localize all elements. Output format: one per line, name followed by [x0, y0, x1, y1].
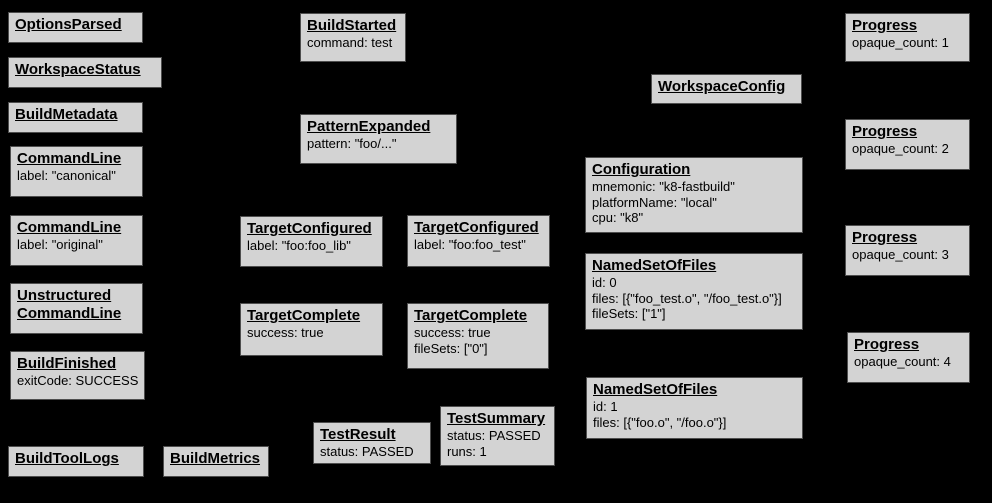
node-attribute: cpu: "k8": [592, 210, 644, 225]
node-title: CommandLine: [17, 219, 122, 236]
node-attribute: exitCode: SUCCESS: [17, 373, 139, 388]
node-title: TargetConfigured: [414, 219, 539, 236]
node-title: BuildMetrics: [170, 450, 261, 467]
node-attribute: label: "foo:foo_test": [414, 237, 526, 252]
node-title: Progress: [852, 229, 918, 246]
node-title: Progress: [852, 123, 918, 140]
node-title: Configuration: [592, 161, 691, 178]
node-attribute: mnemonic: "k8-fastbuild": [592, 179, 735, 194]
node-attribute: runs: 1: [447, 443, 487, 459]
node-title: TestSummary: [447, 410, 546, 427]
node-title: WorkspaceStatus: [15, 61, 141, 78]
node-title: NamedSetOfFiles: [592, 257, 717, 274]
node-title: CommandLine: [17, 305, 122, 322]
diagram-node-workspace-status: WorkspaceStatus: [8, 57, 162, 88]
node-title: TargetComplete: [414, 307, 528, 324]
node-title: BuildFinished: [17, 355, 117, 372]
node-attribute: pattern: "foo/...": [307, 136, 397, 151]
node-attribute: label: "foo:foo_lib": [247, 238, 351, 253]
node-attribute: id: 0: [592, 275, 617, 290]
node-attribute: command: test: [307, 35, 393, 50]
diagram-node-build-tool-logs: BuildToolLogs: [8, 446, 144, 477]
node-title: BuildMetadata: [15, 106, 118, 123]
node-title: NamedSetOfFiles: [593, 381, 718, 398]
node-attribute: fileSets: ["1"]: [592, 306, 666, 321]
node-attribute: opaque_count: 3: [852, 247, 949, 262]
diagram-node-build-metrics: BuildMetrics: [163, 446, 269, 477]
node-title: BuildToolLogs: [15, 450, 119, 467]
diagram-node-build-metadata: BuildMetadata: [8, 102, 143, 133]
diagram-node-options-parsed: OptionsParsed: [8, 12, 143, 43]
node-title: TargetConfigured: [247, 220, 372, 237]
node-title: Unstructured: [17, 287, 112, 304]
node-attribute: success: true: [247, 325, 324, 340]
node-title: PatternExpanded: [307, 118, 431, 135]
node-attribute: label: "canonical": [17, 168, 116, 183]
node-attribute: success: true: [414, 325, 491, 340]
node-title: Progress: [852, 17, 918, 34]
node-attribute: id: 1: [593, 399, 618, 414]
node-title: WorkspaceConfig: [658, 78, 786, 95]
diagram-node-workspace-config: WorkspaceConfig: [651, 74, 802, 104]
node-attribute: opaque_count: 4: [854, 354, 951, 369]
node-title: CommandLine: [17, 150, 122, 167]
node-attribute: platformName: "local": [592, 194, 717, 210]
node-attribute: files: [{"foo_test.o", "/foo_test.o"}]: [592, 290, 782, 306]
node-attribute: opaque_count: 2: [852, 141, 949, 156]
node-title: BuildStarted: [307, 17, 397, 34]
node-title: TargetComplete: [247, 307, 361, 324]
node-attribute: status: PASSED: [447, 428, 541, 443]
node-attribute: files: [{"foo.o", "/foo.o"}]: [593, 414, 727, 430]
node-title: OptionsParsed: [15, 16, 122, 33]
node-attribute: fileSets: ["0"]: [414, 340, 488, 356]
node-title: TestResult: [320, 426, 396, 443]
node-attribute: status: PASSED: [320, 444, 414, 459]
node-title: Progress: [854, 336, 920, 353]
node-attribute: label: "original": [17, 237, 103, 252]
node-attribute: opaque_count: 1: [852, 35, 949, 50]
